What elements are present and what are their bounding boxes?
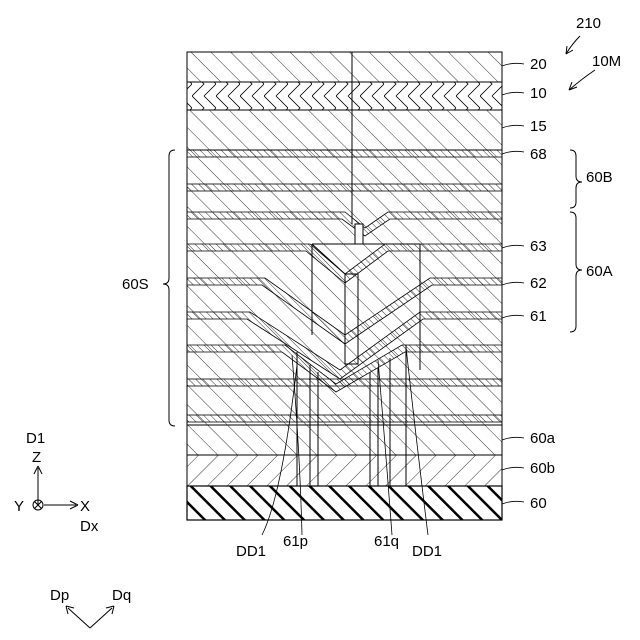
layer-15 (187, 110, 502, 150)
label-10: 10 (530, 85, 547, 102)
label-60: 60 (530, 495, 547, 512)
label-dd1-left: DD1 (236, 543, 266, 560)
ref-arrows (566, 36, 595, 90)
label-63: 63 (530, 238, 547, 255)
brace-60a (570, 212, 582, 332)
label-20: 20 (530, 56, 547, 73)
label-60s-group: 60S (122, 276, 149, 293)
axis-y: Y (14, 498, 24, 515)
label-60b-group: 60B (586, 169, 613, 186)
layer-60a (187, 425, 502, 455)
axis-dx: Dx (80, 518, 99, 535)
label-62: 62 (530, 275, 547, 292)
brace-60b (570, 150, 582, 208)
label-60a-group: 60A (586, 263, 613, 280)
label-68: 68 (530, 146, 547, 163)
axis-x: X (80, 498, 90, 515)
label-61p: 61p (283, 533, 308, 550)
label-60b: 60b (530, 460, 555, 477)
thin-layer-68 (187, 150, 502, 157)
layer-20 (187, 52, 502, 82)
axis-dq: Dq (112, 587, 131, 604)
center-pillar-top (355, 224, 363, 244)
brace-60s (163, 150, 175, 426)
layer-60b (187, 455, 502, 486)
axis-d1: D1 (26, 430, 45, 447)
layer-60-substrate (187, 486, 502, 520)
right-leaders (502, 63, 524, 504)
thin-layer-b4 (187, 415, 502, 422)
ref-10m: 10M (592, 53, 621, 70)
dp-dq-indicator (66, 606, 114, 628)
thin-layer-b2 (187, 184, 502, 191)
layer-stack (187, 52, 502, 520)
label-dd1-right: DD1 (412, 543, 442, 560)
label-61: 61 (530, 308, 547, 325)
label-15: 15 (530, 118, 547, 135)
axis-indicator (33, 466, 78, 510)
label-61q: 61q (374, 533, 399, 550)
axis-dp: Dp (50, 587, 69, 604)
axis-z: Z (32, 449, 41, 466)
ref-210: 210 (576, 15, 601, 32)
layer-10 (187, 82, 502, 110)
label-60a: 60a (530, 430, 556, 447)
